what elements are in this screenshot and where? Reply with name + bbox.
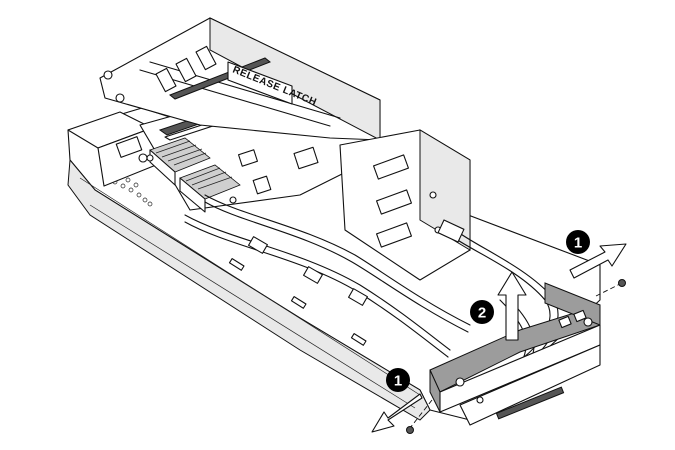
callout-number: 1: [394, 373, 402, 390]
callout-number: 2: [478, 305, 486, 322]
screw-icon: [406, 426, 414, 434]
heatsink: [179, 164, 241, 213]
arrow-up-icon: [497, 271, 527, 341]
cable-bundle: [184, 194, 471, 358]
callout-1-right: 1: [566, 230, 590, 254]
drive-cage: [339, 129, 471, 281]
callout-number: 1: [574, 235, 582, 252]
heatsink: [149, 137, 211, 186]
backplane-bracket: [429, 282, 601, 426]
arrow-left-icon: [371, 393, 423, 433]
screw-icon: [618, 279, 626, 287]
callout-2: 2: [470, 300, 494, 324]
arrow-right-icon: [569, 243, 627, 279]
screw-removal-left: [406, 399, 433, 434]
callout-1-left: 1: [386, 368, 410, 392]
riser-cage: RELEASE LATCH: [99, 17, 381, 141]
screw-removal-right: [595, 279, 626, 297]
